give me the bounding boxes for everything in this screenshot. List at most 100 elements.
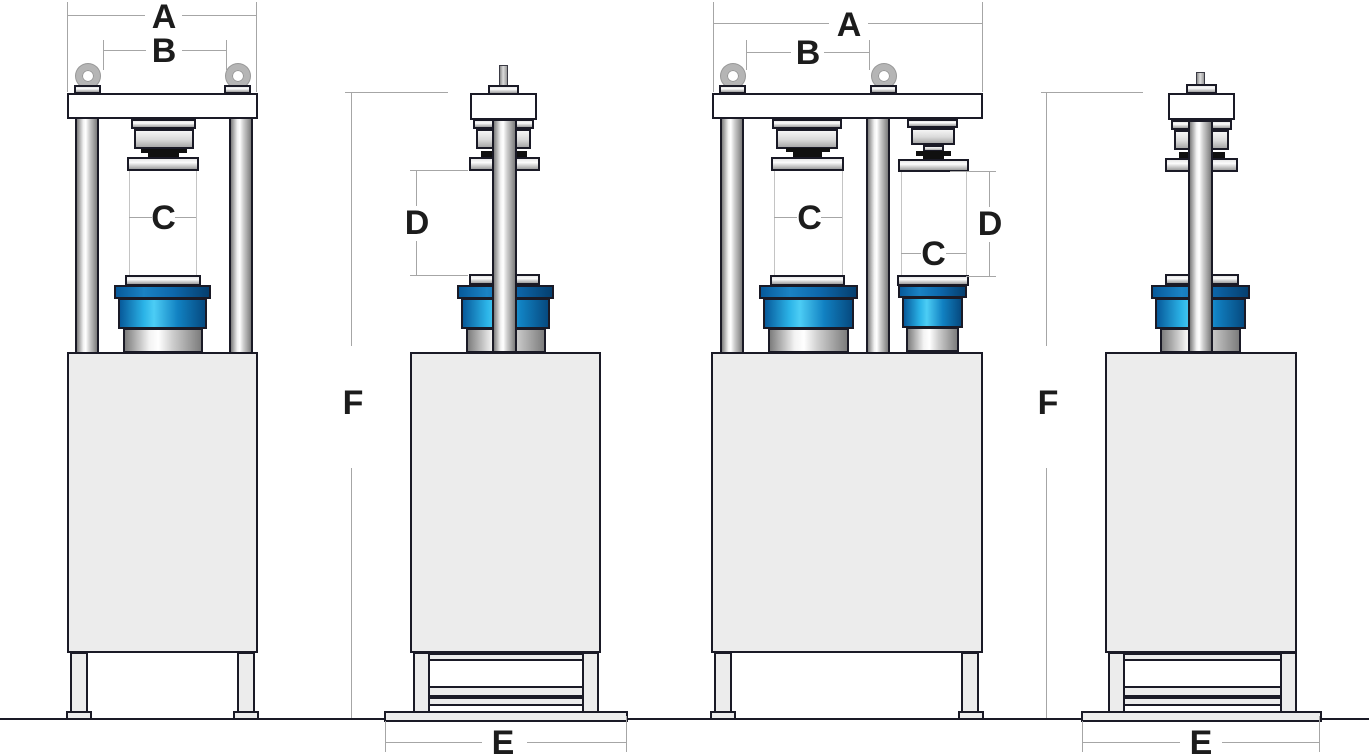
dim-extension-line xyxy=(966,276,996,277)
dim-line xyxy=(901,253,921,254)
cabinet-leg-right xyxy=(582,652,599,714)
shelf-rail-middle xyxy=(1123,686,1282,697)
cabinet-foot-right xyxy=(233,711,259,720)
second-specimen-zone-edge-left xyxy=(901,172,902,275)
frame-column-middle xyxy=(866,110,890,354)
dim-line xyxy=(175,217,196,218)
dim-extension-line xyxy=(226,40,227,70)
second-hydraulic-ram-body xyxy=(902,297,963,328)
ball-seat-wedge-left xyxy=(1179,152,1195,158)
ball-seat-wedge xyxy=(148,153,179,159)
dim-line xyxy=(182,15,256,16)
dim-label-e: E xyxy=(491,724,515,756)
dim-label-c: C xyxy=(797,199,822,237)
cabinet-leg-left xyxy=(70,652,88,714)
dim-extension-line xyxy=(1041,92,1143,93)
main-gauge-ball-seat-wedge xyxy=(793,152,822,158)
cabinet-foot-left xyxy=(710,711,736,720)
dim-extension-line xyxy=(410,170,468,171)
dim-line xyxy=(821,217,842,218)
dim-extension-line xyxy=(385,721,386,752)
second-gauge-ball-seat-wedge xyxy=(923,156,944,161)
dim-extension-line xyxy=(256,2,257,92)
dim-extension-line xyxy=(982,2,983,92)
shelf-rail-middle xyxy=(428,686,584,697)
dim-line xyxy=(385,742,482,743)
dim-line xyxy=(129,217,152,218)
dim-label-d: D xyxy=(977,205,1003,243)
cabinet-body xyxy=(67,352,258,653)
frame-column xyxy=(492,119,517,353)
cabinet-foot-left xyxy=(66,711,92,720)
dim-extension-line xyxy=(410,275,468,276)
cabinet-leg-right xyxy=(1280,652,1297,714)
dim-line xyxy=(946,253,966,254)
second-gauge-platen-block xyxy=(911,128,955,145)
main-specimen-zone-edge-left xyxy=(774,171,775,276)
top-crosshead xyxy=(470,93,537,120)
dim-line xyxy=(989,242,990,276)
second-ram-cylinder-base xyxy=(906,327,959,352)
cabinet-leg-left xyxy=(714,652,732,714)
main-ram-cylinder-base xyxy=(768,328,849,353)
frame-column-left xyxy=(720,110,744,354)
dim-line xyxy=(182,50,226,51)
upper-platen xyxy=(127,157,199,171)
second-gauge-upper-platen xyxy=(898,159,969,172)
second-gauge-ball-seat-plate xyxy=(916,151,951,156)
dim-label-a: A xyxy=(836,6,862,44)
main-gauge-platen-collar xyxy=(772,119,842,129)
top-crosshead xyxy=(712,93,983,119)
dim-label-b: B xyxy=(151,32,177,70)
frame-column xyxy=(1188,120,1213,353)
dim-extension-line xyxy=(950,171,996,172)
dim-label-b: B xyxy=(795,34,821,72)
lifting-eye-right-icon xyxy=(226,64,250,88)
dim-extension-line xyxy=(746,40,747,70)
dim-line xyxy=(416,170,417,206)
dim-line xyxy=(416,241,417,275)
shelf-rail-top xyxy=(1123,653,1282,661)
dim-line xyxy=(774,217,797,218)
shelf-rail-bottom xyxy=(1123,697,1282,706)
cabinet-foot-right xyxy=(958,711,984,720)
main-gauge-upper-platen xyxy=(771,157,844,171)
ball-seat-wedge-right xyxy=(1209,152,1225,158)
cabinet-body xyxy=(1105,352,1297,653)
dim-line xyxy=(1046,92,1047,346)
frame-column-left xyxy=(75,110,99,354)
dim-label-c: C xyxy=(151,199,176,237)
dim-line xyxy=(351,92,352,346)
frame-column-right xyxy=(229,110,253,354)
dim-line xyxy=(351,468,352,718)
dim-line xyxy=(824,52,869,53)
dim-line xyxy=(746,52,791,53)
second-gauge-platen-collar xyxy=(907,119,958,128)
dim-line xyxy=(103,50,146,51)
dim-line xyxy=(1222,742,1320,743)
hydraulic-ram-ring xyxy=(114,285,211,299)
top-crosshead xyxy=(1168,93,1235,120)
dim-line xyxy=(1046,468,1047,718)
shelf-rail-bottom xyxy=(428,697,584,706)
dim-extension-line xyxy=(103,40,104,70)
main-hydraulic-ram-body xyxy=(763,298,854,329)
dim-extension-line xyxy=(67,2,68,92)
dim-line xyxy=(527,742,626,743)
main-specimen-zone-edge-right xyxy=(842,171,843,276)
dim-extension-line xyxy=(345,92,448,93)
second-specimen-zone-edge-right xyxy=(966,172,967,275)
top-crosshead xyxy=(67,93,258,119)
dim-line xyxy=(67,15,145,16)
ball-seat-plate xyxy=(141,149,187,153)
dim-line xyxy=(1082,742,1180,743)
dim-label-e: E xyxy=(1189,724,1213,756)
cabinet-leg-right xyxy=(961,652,979,714)
dim-label-f: F xyxy=(342,384,364,422)
dim-extension-line xyxy=(1082,721,1083,752)
cabinet-leg-right xyxy=(237,652,255,714)
upper-platen-block xyxy=(134,129,194,149)
dim-extension-line xyxy=(626,716,627,752)
base-plate xyxy=(1081,711,1322,722)
